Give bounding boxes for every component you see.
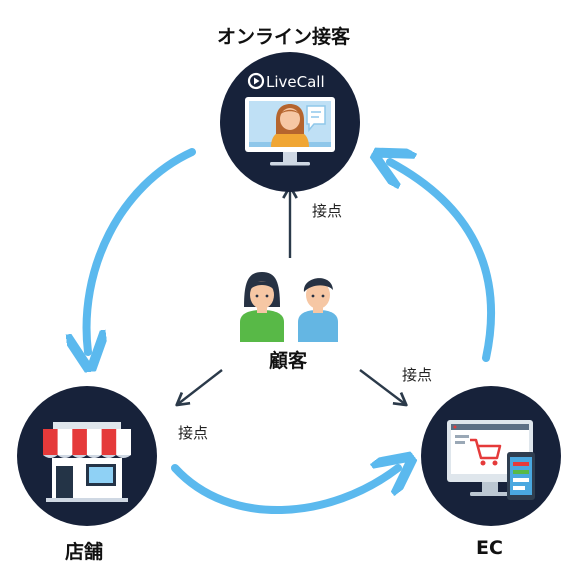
online-label: オンライン接客 (217, 26, 351, 48)
touchpoint-label-top: 接点 (312, 202, 343, 220)
woman-icon (240, 272, 284, 342)
smartphone-icon (507, 452, 535, 500)
touchpoint-label-right: 接点 (402, 366, 433, 384)
ec-node (421, 386, 561, 526)
customer-label: 顧客 (269, 350, 308, 372)
cycle-arrow-store-to-ec (171, 468, 398, 515)
online-node: LiveCall (220, 52, 360, 192)
cycle-arrow-ec-to-online (390, 162, 496, 362)
store-node (17, 386, 157, 526)
ec-label: EC (476, 537, 503, 559)
storefront-icon (43, 422, 131, 502)
livecall-logo: LiveCall (247, 72, 325, 91)
cycle-arrow-online-to-store (87, 148, 196, 352)
store-label: 店舗 (65, 541, 104, 563)
touchpoint-arrow-right (359, 369, 408, 407)
man-icon (298, 278, 338, 342)
svg-text:LiveCall: LiveCall (266, 73, 325, 91)
chat-bubble-icon (306, 105, 326, 133)
customers-icon (240, 272, 338, 342)
operator-avatar-icon (271, 104, 309, 147)
touchpoint-label-left: 接点 (178, 424, 209, 442)
touchpoint-arrow-left (175, 369, 223, 407)
